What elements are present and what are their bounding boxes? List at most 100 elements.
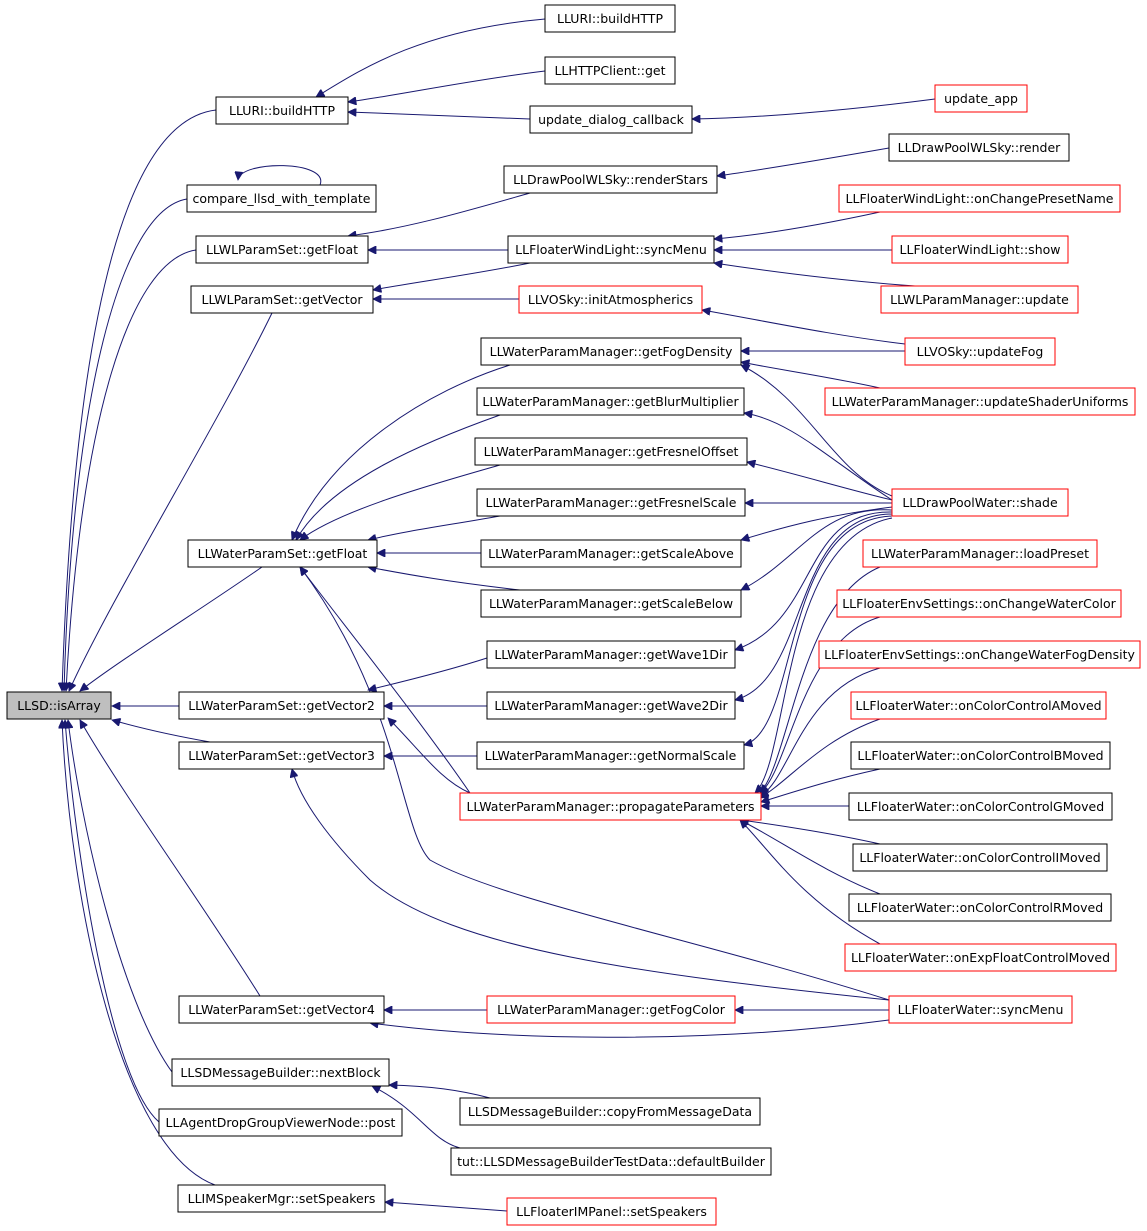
node-label: LLAgentDropGroupViewerNode::post [166, 1115, 396, 1130]
graph-node[interactable]: LLWaterParamSet::getVector3 [178, 741, 385, 770]
graph-node[interactable]: LLFloaterWindLight::show [891, 235, 1069, 264]
graph-node[interactable]: LLWaterParamManager::updateShaderUniform… [824, 387, 1136, 416]
graph-node[interactable]: LLAgentDropGroupViewerNode::post [158, 1108, 403, 1137]
graph-node[interactable]: LLWaterParamManager::propagateParameters [459, 792, 762, 821]
node-box [187, 539, 378, 568]
graph-node[interactable]: LLWLParamSet::getFloat [195, 235, 369, 264]
node-label: LLWaterParamManager::updateShaderUniform… [832, 394, 1129, 409]
graph-node[interactable]: LLSDMessageBuilder::copyFromMessageData [459, 1097, 761, 1126]
graph-node[interactable]: LLHTTPClient::get [544, 56, 676, 85]
edge-n29-to-n36 [735, 513, 893, 700]
node-box [476, 488, 746, 517]
graph-node[interactable]: LLDrawPoolWLSky::render [888, 133, 1070, 162]
graph-node[interactable]: LLWaterParamSet::getFloat [187, 539, 378, 568]
node-label: LLFloaterWater::onColorControlAMoved [855, 698, 1101, 713]
node-label: LLFloaterWater::onColorControlBMoved [857, 748, 1103, 763]
node-label: LLFloaterWater::onColorControlRMoved [857, 900, 1103, 915]
node-label: LLWaterParamSet::getFloat [198, 546, 368, 561]
node-box [195, 235, 369, 264]
edge-n2-to-n2 [238, 165, 322, 186]
root-node: LLSD::isArray [6, 691, 112, 720]
node-label: LLWaterParamManager::loadPreset [871, 546, 1089, 561]
graph-node[interactable]: LLWaterParamManager::getFogColor [486, 995, 736, 1024]
graph-node[interactable]: tut::LLSDMessageBuilderTestData::default… [450, 1147, 772, 1176]
edge-n34-to-n6 [368, 657, 488, 690]
graph-node[interactable]: LLURI::buildHTTP [544, 4, 676, 33]
node-box [862, 539, 1098, 568]
graph-node[interactable]: LLFloaterEnvSettings::onChangeWaterColor [836, 589, 1122, 618]
node-label: LLDrawPoolWLSky::render [898, 140, 1062, 155]
graph-node[interactable]: update_dialog_callback [529, 105, 693, 134]
node-label: LLFloaterWater::onColorControlGMoved [857, 799, 1104, 814]
graph-node[interactable]: LLWaterParamManager::getWave1Dir [486, 640, 736, 669]
node-label: LLFloaterIMPanel::setSpeakers [516, 1204, 707, 1219]
graph-node[interactable]: LLWaterParamSet::getVector2 [178, 691, 385, 720]
edge-n26-to-n5 [296, 414, 501, 540]
graph-node[interactable]: LLWaterParamManager::getFresnelOffset [474, 437, 748, 466]
graph-node[interactable]: LLWaterParamManager::getBlurMultiplier [476, 387, 745, 416]
graph-node[interactable]: update_app [934, 84, 1028, 113]
edge-n48-to-n9 [372, 1085, 461, 1149]
graph-node[interactable]: LLFloaterWater::onColorControlGMoved [848, 792, 1113, 821]
graph-node[interactable]: LLWaterParamManager::getScaleAbove [480, 539, 742, 568]
graph-node[interactable]: LLSDMessageBuilder::nextBlock [171, 1058, 390, 1087]
graph-node[interactable]: LLWaterParamManager::getFresnelScale [476, 488, 746, 517]
graph-node[interactable]: LLDrawPoolWLSky::renderStars [503, 165, 718, 194]
graph-node[interactable]: LLVOSky::updateFog [904, 337, 1056, 366]
node-box [480, 589, 742, 618]
graph-node[interactable]: LLURI::buildHTTP [215, 96, 349, 125]
node-label: LLFloaterWindLight::onChangePresetName [846, 191, 1114, 206]
node-label: LLFloaterWater::syncMenu [898, 1002, 1064, 1017]
graph-node[interactable]: LLFloaterWindLight::onChangePresetName [838, 184, 1121, 213]
node-box [506, 1197, 717, 1226]
edge-n27-to-n5 [300, 464, 501, 540]
graph-node[interactable]: LLWaterParamManager::getWave2Dir [486, 691, 736, 720]
graph-node[interactable]: LLFloaterWindLight::syncMenu [507, 235, 715, 264]
graph-node[interactable]: LLWaterParamManager::getScaleBelow [480, 589, 742, 618]
node-box [486, 995, 736, 1024]
graph-node[interactable]: LLDrawPoolWater::shade [891, 488, 1069, 517]
edge-n29-to-n34 [735, 511, 893, 650]
node-box [891, 488, 1069, 517]
node-box [888, 995, 1073, 1024]
node-box [474, 437, 748, 466]
edge-n42-to-n40 [740, 820, 881, 845]
graph-node[interactable]: LLFloaterWater::onColorControlAMoved [850, 691, 1107, 720]
graph-node[interactable]: LLFloaterIMPanel::setSpeakers [506, 1197, 717, 1226]
node-box [190, 285, 374, 314]
edge-n47-to-n9 [389, 1085, 491, 1099]
node-label: LLWaterParamSet::getVector4 [188, 1002, 375, 1017]
node-box [891, 235, 1069, 264]
graph-node[interactable]: LLFloaterWater::onExpFloatControlMoved [844, 943, 1117, 972]
node-label: LLFloaterWindLight::show [900, 242, 1061, 257]
node-label: LLWaterParamManager::getScaleBelow [489, 596, 733, 611]
graph-node[interactable]: LLIMSpeakerMgr::setSpeakers [177, 1184, 386, 1213]
graph-node[interactable]: compare_llsd_with_template [186, 184, 377, 213]
node-box [852, 843, 1108, 872]
graph-node[interactable]: LLVOSky::initAtmospherics [518, 285, 703, 314]
graph-node[interactable]: LLWaterParamSet::getVector4 [178, 995, 385, 1024]
node-box [6, 691, 112, 720]
edge-n46-to-n7 [292, 769, 890, 1001]
node-box [880, 285, 1079, 314]
graph-node[interactable]: LLFloaterEnvSettings::onChangeWaterFogDe… [818, 640, 1141, 669]
graph-node[interactable]: LLWLParamManager::update [880, 285, 1079, 314]
edge-n7-to-n0 [112, 720, 211, 743]
node-label: LLWLParamManager::update [890, 292, 1069, 307]
node-label: LLWaterParamSet::getVector2 [188, 698, 375, 713]
node-label: LLURI::buildHTTP [229, 103, 335, 118]
graph-node[interactable]: LLWaterParamManager::getFogDensity [480, 337, 742, 366]
graph-node[interactable]: LLFloaterWater::onColorControlIMoved [852, 843, 1108, 872]
graph-node[interactable]: LLWLParamSet::getVector [190, 285, 374, 314]
node-label: LLWaterParamSet::getVector3 [188, 748, 375, 763]
graph-node[interactable]: LLFloaterWater::syncMenu [888, 995, 1073, 1024]
graph-node[interactable]: LLWaterParamManager::loadPreset [862, 539, 1098, 568]
edge-n43-to-n40 [740, 819, 881, 895]
graph-node[interactable]: LLWaterParamManager::getNormalScale [476, 741, 745, 770]
graph-node[interactable]: LLFloaterWater::onColorControlBMoved [850, 741, 1111, 770]
graph-node[interactable]: LLFloaterWater::onColorControlRMoved [848, 893, 1112, 922]
node-label: LLWaterParamManager::getScaleAbove [488, 546, 734, 561]
node-box [850, 741, 1111, 770]
node-label: LLDrawPoolWater::shade [902, 495, 1058, 510]
